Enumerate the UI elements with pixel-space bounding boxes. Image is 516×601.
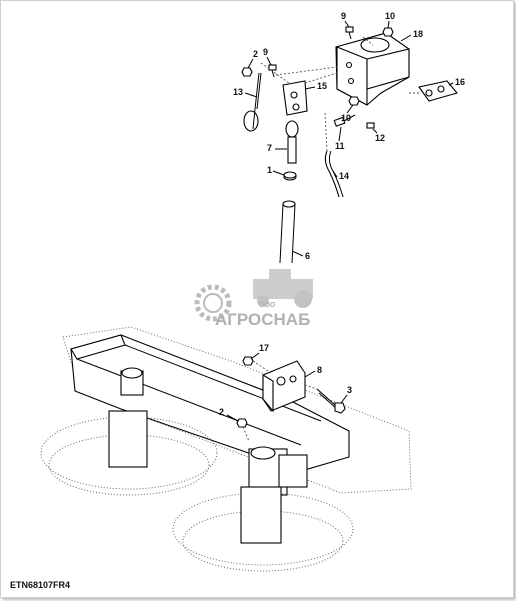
mower-frame (62, 326, 412, 496)
callout-2-lower: 2 (219, 407, 224, 417)
callout-9-top: 9 (341, 11, 346, 21)
nut-2-top (241, 67, 253, 77)
nut-10-top (382, 27, 394, 37)
callout-12: 12 (375, 133, 385, 143)
nut-10-lower (348, 96, 360, 106)
callout-6: 6 (305, 251, 310, 261)
callout-3: 3 (347, 385, 352, 395)
callout-10-top: 10 (385, 11, 395, 21)
disc-left (40, 410, 218, 496)
plate-15 (282, 80, 308, 116)
callout-11: 11 (335, 141, 345, 151)
nut-17 (242, 356, 272, 374)
callout-10-lower: 10 (341, 113, 351, 123)
callout-18: 18 (413, 29, 423, 39)
callout-16: 16 (455, 77, 465, 87)
bolt-3 (304, 384, 346, 414)
bracket-18 (335, 32, 410, 106)
watermark-main-text: АГРОСНАБ (215, 310, 310, 329)
bolt-9-left (268, 64, 277, 78)
watermark-small-text: ООО (259, 302, 276, 309)
callout-2-top: 2 (253, 49, 258, 59)
rope-14 (324, 112, 344, 198)
disc-right (172, 486, 354, 572)
callout-13: 13 (233, 87, 243, 97)
handle-16 (409, 80, 458, 102)
callout-9-left: 9 (263, 47, 268, 57)
callout-14: 14 (339, 171, 349, 181)
callout-8: 8 (317, 365, 322, 375)
callout-15: 15 (317, 81, 327, 91)
tube-6 (279, 200, 296, 264)
eye-bolt-7 (285, 120, 299, 164)
figure-code: ETN68107FR4 (10, 580, 71, 590)
bolt-12 (366, 122, 375, 129)
nut-2-lower (236, 418, 250, 442)
watermark-logo: ООО АГРОСНАБ (194, 269, 313, 329)
callouts: 9 10 18 2 9 16 13 15 10 12 11 7 1 14 6 1… (219, 11, 465, 422)
bracket-8 (262, 360, 306, 413)
callout-17: 17 (259, 343, 269, 353)
callout-1: 1 (267, 165, 272, 175)
washer-1 (283, 171, 297, 181)
bolt-9-top (345, 26, 354, 40)
lynch-pin-13 (243, 62, 290, 132)
callout-7: 7 (267, 143, 272, 153)
bolt-11 (333, 114, 356, 127)
